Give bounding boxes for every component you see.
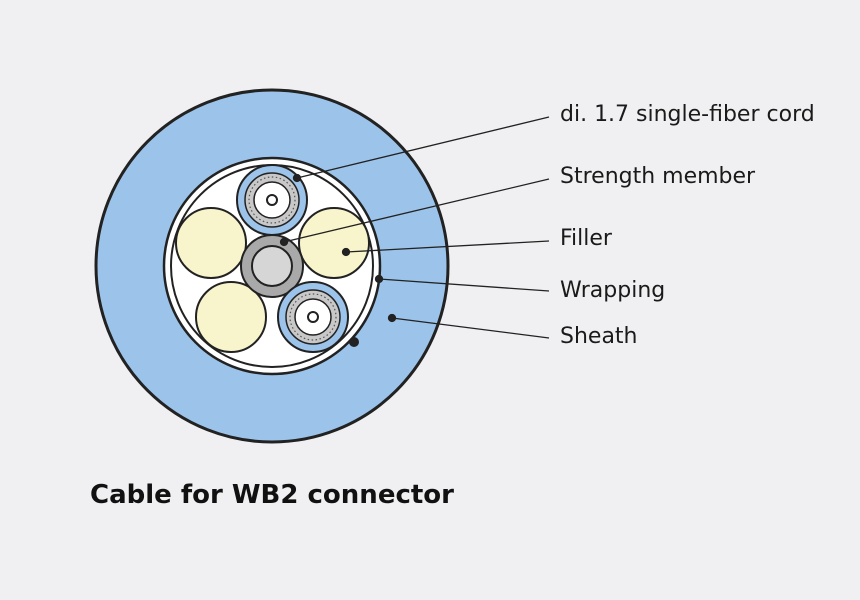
diagram-caption: Cable for WB2 connector (90, 480, 454, 510)
leader-strength (283, 178, 550, 243)
fiber-cord-bottom (277, 281, 349, 353)
fiber-cord-top (236, 164, 308, 236)
label-strength-member: Strength member (560, 164, 756, 189)
label-wrapping: Wrapping (560, 278, 666, 303)
label-single-fiber-cord: di. 1.7 single-fiber cord (560, 102, 815, 127)
filler-right (298, 207, 370, 279)
label-filler: Filler (560, 226, 612, 251)
label-sheath: Sheath (560, 324, 638, 349)
leader-cord (296, 116, 550, 179)
filler-bottom-left (195, 281, 267, 353)
leader-filler (345, 240, 550, 253)
sheath-marker-dot (349, 337, 359, 347)
filler-top-left (175, 207, 247, 279)
leader-lines (279, 116, 550, 339)
leader-wrapping (378, 278, 550, 292)
leader-sheath (391, 317, 550, 339)
strength-member-core (251, 245, 293, 287)
